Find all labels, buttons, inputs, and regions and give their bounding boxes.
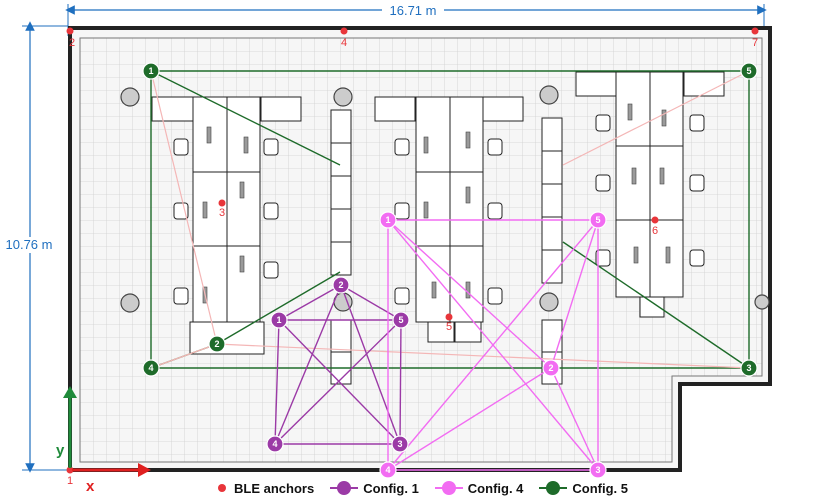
svg-text:4: 4: [148, 363, 153, 373]
svg-text:1: 1: [385, 215, 390, 225]
pillars: [120, 85, 770, 313]
axis-arrows: y x: [56, 386, 151, 495]
legend-config4-label: Config. 4: [467, 480, 524, 496]
config1-swatch-icon: [330, 481, 359, 495]
svg-text:1: 1: [276, 315, 281, 325]
config1-node-1: 1: [270, 311, 288, 329]
anchor-2: 2: [66, 27, 75, 49]
anchor-6: 6: [651, 216, 659, 237]
config5-node-5: 5: [740, 62, 758, 80]
anchor-dot-icon: [218, 484, 226, 492]
svg-text:2: 2: [69, 37, 75, 49]
x-axis-label: x: [86, 478, 95, 495]
config4-node-3: 3: [589, 461, 607, 479]
svg-text:4: 4: [272, 439, 277, 449]
config1-node-4: 4: [266, 435, 284, 453]
config4-lines: [387, 219, 599, 471]
legend-config4: Config. 4: [434, 480, 524, 496]
config1-node-2: 2: [332, 276, 350, 294]
config4-node-5: 5: [589, 211, 607, 229]
svg-text:7: 7: [752, 37, 758, 49]
height-label: 10.76 m: [6, 237, 53, 252]
y-axis-label: y: [56, 442, 65, 459]
config4-node-1: 1: [379, 211, 397, 229]
svg-text:6: 6: [652, 225, 658, 237]
width-dimension: 16.71 m: [65, 3, 767, 36]
legend-config1-label: Config. 1: [363, 480, 419, 496]
config1-node-5: 5: [392, 311, 410, 329]
svg-text:5: 5: [398, 315, 403, 325]
svg-text:2: 2: [214, 339, 219, 349]
svg-text:4: 4: [385, 465, 390, 475]
legend: BLE anchors Config. 1 Config. 4 Config. …: [218, 478, 644, 498]
chairs: [173, 114, 705, 305]
legend-config5-label: Config. 5: [572, 480, 629, 496]
svg-text:3: 3: [397, 439, 402, 449]
svg-text:5: 5: [446, 321, 452, 333]
svg-text:3: 3: [595, 465, 600, 475]
config4-node-2: 2: [542, 359, 560, 377]
config1-node-3: 3: [391, 435, 409, 453]
anchor-7: 7: [751, 27, 759, 49]
svg-text:2: 2: [548, 363, 553, 373]
config1-nodes: 1 2 3 4 5: [266, 276, 410, 453]
svg-text:4: 4: [341, 37, 347, 49]
config4-node-4: 4: [379, 461, 397, 479]
config1-lines: [274, 284, 402, 445]
svg-text:5: 5: [746, 66, 751, 76]
config4-swatch-icon: [434, 481, 463, 495]
legend-ble-anchors: BLE anchors: [218, 481, 314, 496]
anchor-5: 5: [445, 313, 453, 333]
anchor-1: 1: [66, 466, 74, 487]
furniture: [151, 71, 725, 385]
legend-ble-anchors-label: BLE anchors: [234, 480, 315, 496]
svg-text:1: 1: [67, 475, 73, 487]
config4-nodes: 1 2 3 4 5: [379, 211, 607, 479]
svg-text:3: 3: [219, 207, 225, 219]
svg-text:3: 3: [746, 363, 751, 373]
config5-node-1: 1: [142, 62, 160, 80]
width-label: 16.71 m: [390, 3, 437, 18]
ble-anchors: 1 2 3 4 5 6 7: [66, 27, 759, 487]
anchor-4: 4: [340, 27, 348, 49]
svg-text:2: 2: [338, 280, 343, 290]
anchor-3: 3: [218, 199, 226, 219]
config5-node-3: 3: [740, 359, 758, 377]
height-dimension: 10.76 m: [2, 21, 68, 473]
config5-swatch-icon: [539, 481, 568, 495]
config5-node-4: 4: [142, 359, 160, 377]
legend-config5: Config. 5: [539, 481, 628, 496]
config5-node-2: 2: [208, 335, 226, 353]
svg-text:1: 1: [148, 66, 153, 76]
legend-config1: Config. 1: [330, 481, 419, 496]
svg-text:5: 5: [595, 215, 600, 225]
config5-nodes: 1 2 3 4 5: [142, 62, 758, 377]
